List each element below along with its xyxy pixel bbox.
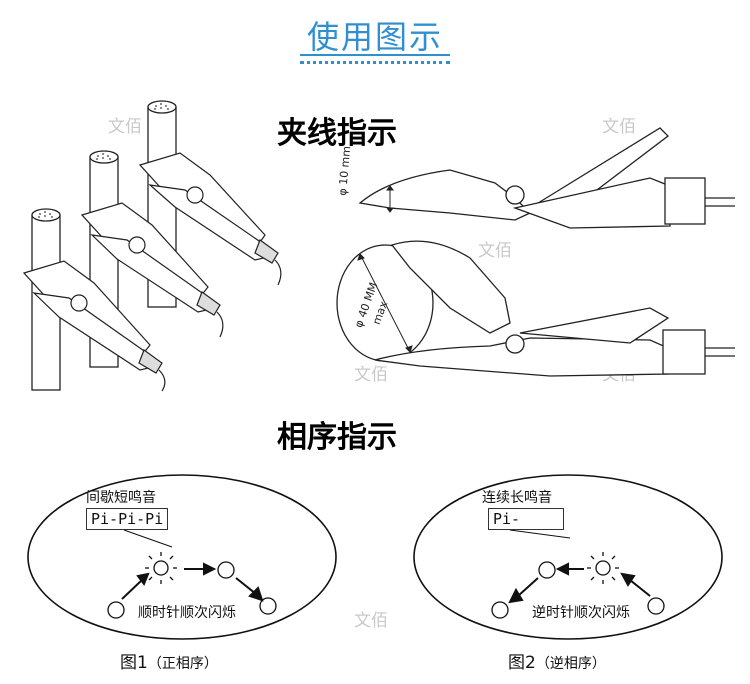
sun-icon <box>587 552 619 584</box>
clamp-on-poles-illustration <box>22 100 282 392</box>
watermark: 文佰 <box>478 241 512 261</box>
watermark: 文佰 <box>108 117 142 137</box>
lamp-circle <box>107 601 125 619</box>
section-title-phase: 相序指示 <box>277 420 397 455</box>
arrow <box>235 577 257 595</box>
clamp-2 <box>80 202 221 316</box>
clamp-large-opening <box>336 240 735 377</box>
lamp-circle <box>491 601 509 619</box>
lamp-circle <box>259 597 277 615</box>
figure1-caption: 图1（正相序） <box>120 653 218 673</box>
figure2-caption: 图2（逆相序） <box>508 653 606 673</box>
figure2-rotation-label: 逆时针顺次闪烁 <box>532 605 630 621</box>
lamp-circle <box>217 561 235 579</box>
clamp-1 <box>22 260 163 374</box>
watermark: 文佰 <box>354 611 388 631</box>
arrow <box>629 579 651 597</box>
section-title-clamping: 夹线指示 <box>277 116 397 151</box>
figure2-sound-box: Pi- <box>488 508 564 530</box>
lamp-circle <box>647 597 665 615</box>
figure1-sound-box: Pi-Pi-Pi <box>86 508 169 530</box>
title-dotted-rule <box>300 61 450 64</box>
watermark: 文佰 <box>354 365 388 385</box>
title-underline <box>300 54 450 56</box>
figure2-beep-label: 连续长鸣音 <box>482 490 552 506</box>
clamp-small-opening <box>358 127 735 229</box>
jaw-opening-illustration <box>336 127 735 377</box>
lamp-circle <box>538 561 556 579</box>
arrow <box>121 579 143 600</box>
figure1-rotation-label: 顺时针顺次闪烁 <box>138 605 236 621</box>
clamp-3 <box>138 152 279 264</box>
figure1-beep-label: 间歇短鸣音 <box>86 490 156 506</box>
arrow <box>517 577 539 597</box>
sun-icon <box>145 552 177 584</box>
page-title: 使用图示 <box>306 18 443 56</box>
watermark: 文佰 <box>602 117 636 137</box>
